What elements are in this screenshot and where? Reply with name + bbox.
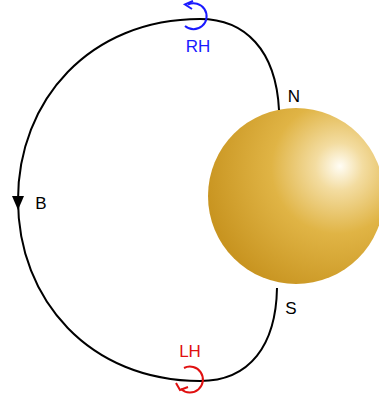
pole-label: N [288, 88, 300, 105]
pole-label: S [285, 300, 296, 317]
field-label: B [35, 195, 46, 212]
field-arrowhead [12, 196, 24, 210]
field-line [18, 19, 279, 381]
polarization-label: RH [186, 38, 211, 55]
star-sphere [208, 108, 379, 284]
lh-arrowhead [176, 383, 188, 390]
polarization-label: LH [179, 343, 201, 360]
rh-arrowhead [185, 1, 193, 9]
